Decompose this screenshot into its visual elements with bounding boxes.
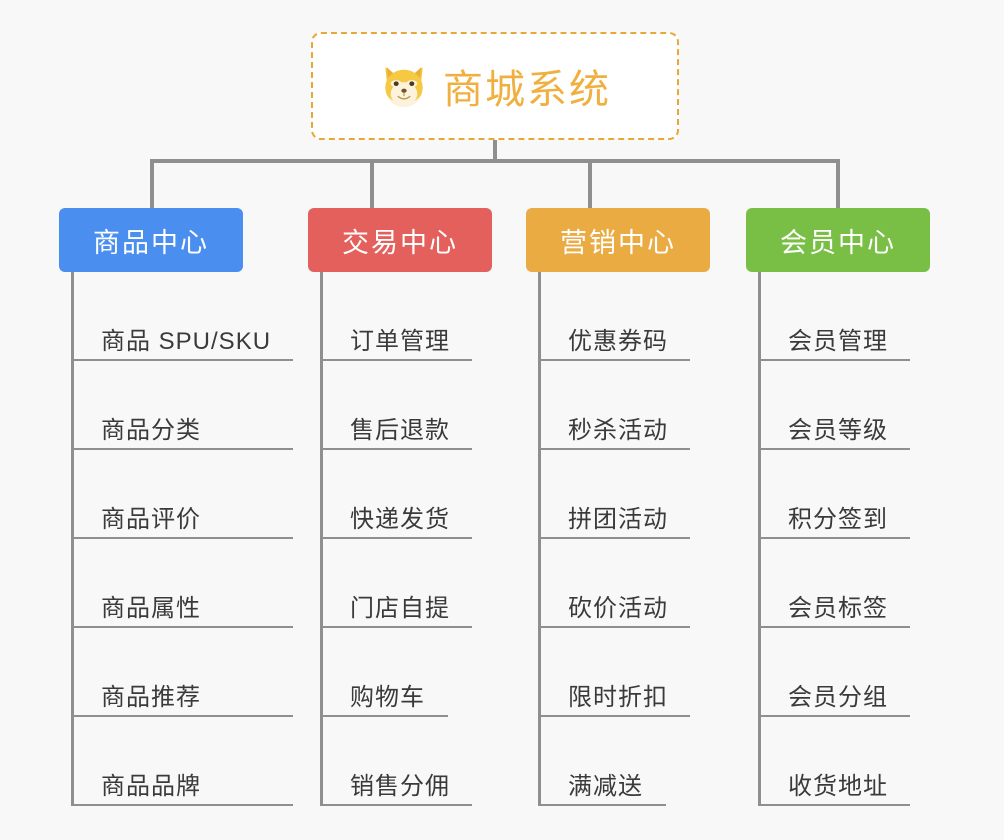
item-label: 售后退款 — [350, 416, 450, 444]
list-item[interactable]: 商品分类 — [71, 361, 293, 450]
list-item[interactable]: 销售分佣 — [320, 717, 472, 806]
connector-drop-3 — [588, 159, 592, 208]
list-item[interactable]: 满减送 — [538, 717, 666, 806]
item-label: 拼团活动 — [568, 505, 668, 533]
branch-header-2[interactable]: 交易中心 — [308, 208, 492, 272]
item-label: 秒杀活动 — [568, 416, 668, 444]
branch-column-2: 交易中心 订单管理 售后退款 快递发货 门店自提 购物车 销售分佣 — [308, 208, 492, 806]
branch-spine-3 — [538, 272, 541, 806]
shiba-dog-face-icon — [379, 61, 429, 111]
list-item[interactable]: 限时折扣 — [538, 628, 690, 717]
branch-items-1: 商品 SPU/SKU 商品分类 商品评价 商品属性 商品推荐 商品品牌 — [71, 272, 293, 806]
list-item[interactable]: 商品品牌 — [71, 717, 293, 806]
list-item[interactable]: 快递发货 — [320, 450, 472, 539]
list-item[interactable]: 会员标签 — [758, 539, 910, 628]
item-label: 购物车 — [350, 683, 425, 711]
list-item[interactable]: 购物车 — [320, 628, 448, 717]
item-label: 商品推荐 — [101, 683, 201, 711]
root-node[interactable]: 商城系统 — [311, 32, 679, 140]
list-item[interactable]: 拼团活动 — [538, 450, 690, 539]
list-item[interactable]: 商品推荐 — [71, 628, 293, 717]
item-label: 门店自提 — [350, 594, 450, 622]
branch-spine-4 — [758, 272, 761, 806]
list-item[interactable]: 优惠券码 — [538, 272, 690, 361]
item-label: 限时折扣 — [568, 683, 668, 711]
list-item[interactable]: 售后退款 — [320, 361, 472, 450]
item-label: 快递发货 — [350, 505, 450, 533]
branch-header-4[interactable]: 会员中心 — [746, 208, 930, 272]
list-item[interactable]: 秒杀活动 — [538, 361, 690, 450]
connector-drop-4 — [836, 159, 840, 208]
branch-header-3[interactable]: 营销中心 — [526, 208, 710, 272]
list-item[interactable]: 会员分组 — [758, 628, 910, 717]
item-label: 优惠券码 — [568, 327, 668, 355]
item-label: 会员分组 — [788, 683, 888, 711]
item-label: 订单管理 — [350, 327, 450, 355]
list-item[interactable]: 门店自提 — [320, 539, 472, 628]
branch-spine-2 — [320, 272, 323, 806]
connector-drop-2 — [370, 159, 374, 208]
list-item[interactable]: 订单管理 — [320, 272, 472, 361]
branch-column-1: 商品中心 商品 SPU/SKU 商品分类 商品评价 商品属性 商品推荐 商品品牌 — [59, 208, 293, 806]
list-item[interactable]: 积分签到 — [758, 450, 910, 539]
item-label: 满减送 — [568, 772, 643, 800]
branch-spine-1 — [71, 272, 74, 806]
item-label: 会员等级 — [788, 416, 888, 444]
branch-items-4: 会员管理 会员等级 积分签到 会员标签 会员分组 收货地址 — [758, 272, 910, 806]
item-label: 商品品牌 — [101, 772, 201, 800]
item-label: 砍价活动 — [568, 594, 668, 622]
branch-header-1[interactable]: 商品中心 — [59, 208, 243, 272]
item-label: 商品分类 — [101, 416, 201, 444]
item-label: 商品 SPU/SKU — [101, 327, 272, 355]
item-label: 商品评价 — [101, 505, 201, 533]
list-item[interactable]: 会员管理 — [758, 272, 910, 361]
root-title: 商城系统 — [443, 68, 611, 112]
list-item[interactable]: 砍价活动 — [538, 539, 690, 628]
connector-root-stub — [493, 140, 497, 163]
branch-header-label: 交易中心 — [342, 227, 458, 258]
branch-column-4: 会员中心 会员管理 会员等级 积分签到 会员标签 会员分组 收货地址 — [746, 208, 930, 806]
branch-items-3: 优惠券码 秒杀活动 拼团活动 砍价活动 限时折扣 满减送 — [538, 272, 690, 806]
item-label: 收货地址 — [788, 772, 888, 800]
branch-header-label: 商品中心 — [93, 227, 209, 258]
branch-items-2: 订单管理 售后退款 快递发货 门店自提 购物车 销售分佣 — [320, 272, 472, 806]
list-item[interactable]: 商品评价 — [71, 450, 293, 539]
connector-drop-1 — [150, 159, 154, 208]
list-item[interactable]: 会员等级 — [758, 361, 910, 450]
item-label: 会员标签 — [788, 594, 888, 622]
branch-header-label: 会员中心 — [780, 227, 896, 258]
branch-header-label: 营销中心 — [560, 227, 676, 258]
item-label: 会员管理 — [788, 327, 888, 355]
item-label: 销售分佣 — [350, 772, 450, 800]
item-label: 积分签到 — [788, 505, 888, 533]
connector-bus — [150, 159, 840, 163]
list-item[interactable]: 商品属性 — [71, 539, 293, 628]
list-item[interactable]: 收货地址 — [758, 717, 910, 806]
list-item[interactable]: 商品 SPU/SKU — [71, 272, 293, 361]
branch-column-3: 营销中心 优惠券码 秒杀活动 拼团活动 砍价活动 限时折扣 满减送 — [526, 208, 710, 806]
item-label: 商品属性 — [101, 594, 201, 622]
